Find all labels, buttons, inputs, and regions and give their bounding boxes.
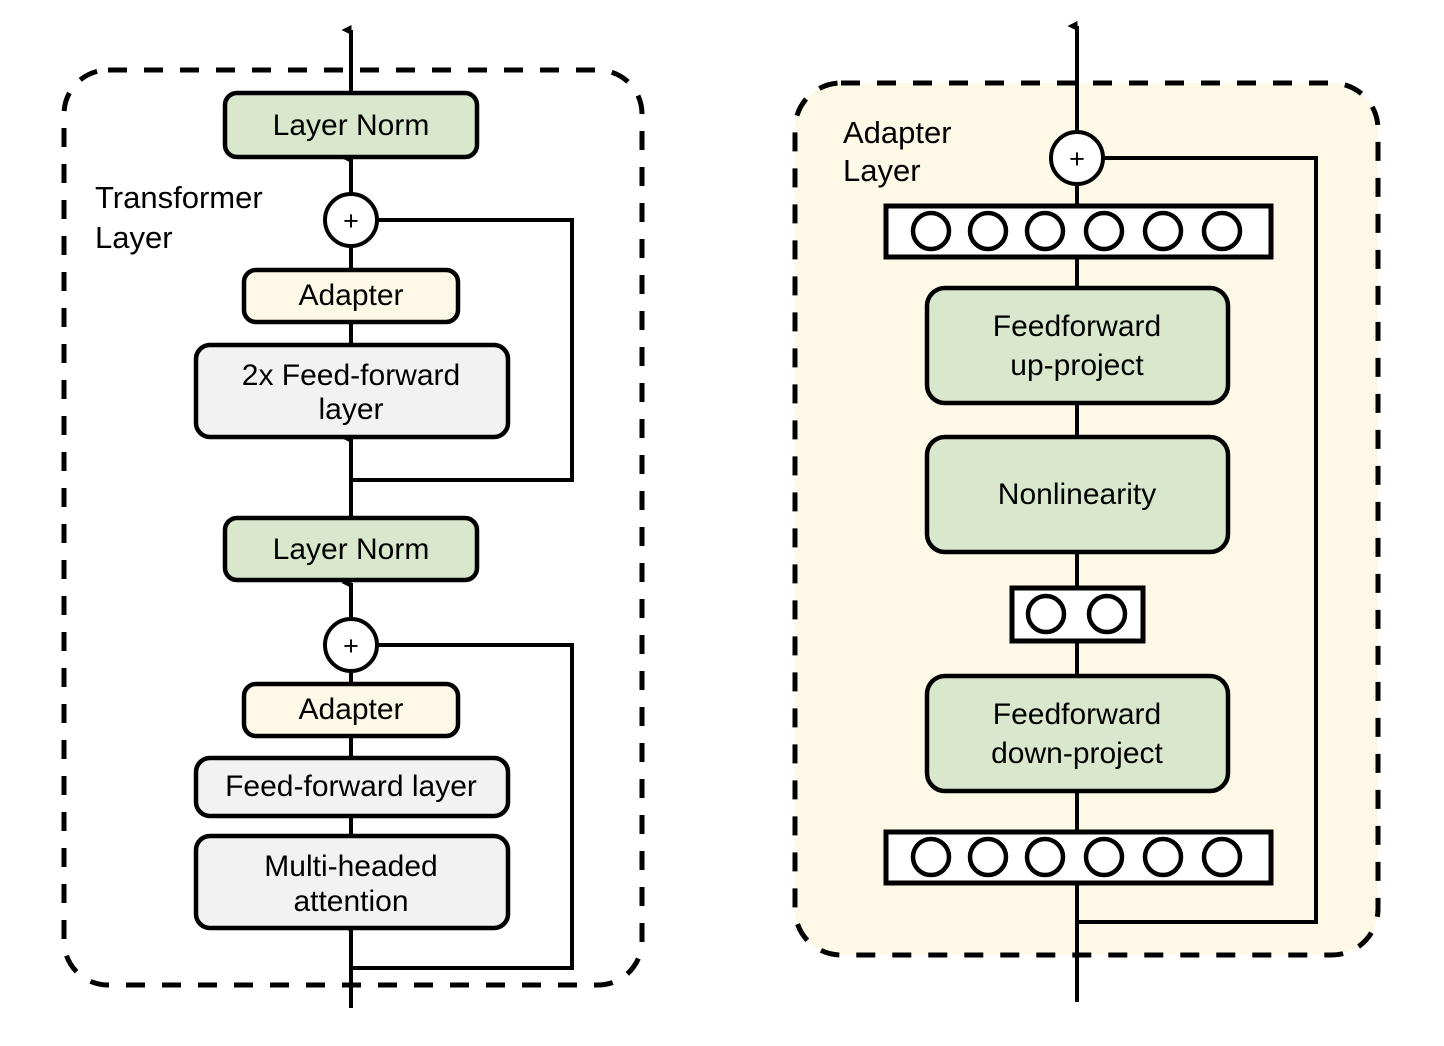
adder-sum-bottom-circle[interactable]: [323, 617, 379, 673]
block-adapter-top-label: Adapter: [298, 279, 403, 312]
block-nonlinearity-label: Nonlinearity: [998, 478, 1156, 511]
block-layer-norm-top-label: Layer Norm: [273, 109, 430, 142]
block-nonlinearity[interactable]: Nonlinearity: [924, 434, 1231, 555]
vector-unit-circle: [1142, 836, 1184, 878]
transformer-layer-label-line1: Transformer: [95, 180, 263, 215]
residual-connection-bottom: [351, 643, 574, 970]
adder-sum-top[interactable]: +: [323, 192, 379, 248]
block-adapter-bottom[interactable]: Adapter: [241, 681, 461, 739]
residual-connection-adapter: [1077, 156, 1318, 924]
vector-unit-circle: [1086, 593, 1128, 635]
block-feedforward-down-project[interactable]: Feedforward down-project: [924, 673, 1231, 794]
block-feed-forward-2x-label-line1: 2x Feed-forward: [242, 359, 460, 392]
adapter-layer-label-line1: Adapter: [843, 115, 952, 150]
vector-unit-circle: [910, 210, 952, 252]
block-feed-forward-layer[interactable]: Feed-forward layer: [193, 755, 511, 819]
block-layer-norm-mid[interactable]: Layer Norm: [222, 515, 480, 583]
vector-unit-circle: [1083, 210, 1125, 252]
adder-sum-top-circle[interactable]: [323, 192, 379, 248]
block-layer-norm-top-rect[interactable]: [222, 90, 480, 160]
block-feedforward-up-project-rect[interactable]: [924, 285, 1231, 406]
block-layer-norm-mid-rect[interactable]: [222, 515, 480, 583]
block-nonlinearity-rect[interactable]: [924, 434, 1231, 555]
vector-unit-circle: [967, 210, 1009, 252]
adapter-layer-label-line2: Layer: [843, 153, 921, 188]
adder-sum-top-symbol: +: [343, 206, 359, 236]
vector-unit-circle: [1083, 836, 1125, 878]
vector-unit-circle: [1201, 836, 1243, 878]
block-feed-forward-layer-rect[interactable]: [193, 755, 511, 819]
block-feed-forward-2x[interactable]: 2x Feed-forward layer: [193, 342, 511, 440]
adapter-layer-panel: Adapter Layer Feedforward up-project N: [792, 21, 1381, 1002]
block-adapter-top-rect[interactable]: [241, 267, 461, 325]
vector-unit-circle: [910, 836, 952, 878]
block-adapter-bottom-rect[interactable]: [241, 681, 461, 739]
block-feed-forward-2x-label-line2: layer: [318, 393, 383, 426]
adder-sum-bottom-symbol: +: [343, 631, 359, 661]
vector-input-vector[interactable]: [883, 829, 1274, 886]
block-multi-headed-attention-rect[interactable]: [193, 833, 511, 931]
residual-connection-top: [351, 218, 574, 482]
adder-sum-adapter-circle[interactable]: [1049, 130, 1105, 186]
vector-bottleneck-vector[interactable]: [1009, 585, 1146, 644]
block-multi-headed-attention-label-line2: attention: [293, 885, 408, 918]
block-feedforward-up-project[interactable]: Feedforward up-project: [924, 285, 1231, 406]
adder-sum-adapter[interactable]: +: [1049, 130, 1105, 186]
block-multi-headed-attention-label-line1: Multi-headed: [264, 850, 437, 883]
block-adapter-bottom-label: Adapter: [298, 693, 403, 726]
block-layer-norm-top[interactable]: Layer Norm: [222, 90, 480, 160]
vector-unit-circle: [967, 836, 1009, 878]
vector-unit-circle: [1025, 593, 1067, 635]
block-feedforward-down-project-rect[interactable]: [924, 673, 1231, 794]
block-feedforward-up-project-label-line1: Feedforward: [993, 310, 1161, 343]
adder-sum-adapter-symbol: +: [1069, 144, 1085, 174]
vector-unit-circle: [1024, 836, 1066, 878]
vector-unit-circle: [1201, 210, 1243, 252]
vector-output-vector[interactable]: [883, 203, 1274, 260]
block-feedforward-up-project-label-line2: up-project: [1010, 349, 1144, 382]
block-feed-forward-layer-label: Feed-forward layer: [225, 770, 477, 803]
vector-unit-circle: [1142, 210, 1184, 252]
block-layer-norm-mid-label: Layer Norm: [273, 533, 430, 566]
adder-sum-bottom[interactable]: +: [323, 617, 379, 673]
block-adapter-top[interactable]: Adapter: [241, 267, 461, 325]
block-feedforward-down-project-label-line1: Feedforward: [993, 698, 1161, 731]
transformer-layer-panel: Transformer Layer Layer: [61, 25, 645, 1008]
block-feed-forward-2x-rect[interactable]: [193, 342, 511, 440]
block-multi-headed-attention[interactable]: Multi-headed attention: [193, 833, 511, 931]
vector-unit-circle: [1024, 210, 1066, 252]
block-feedforward-down-project-label-line2: down-project: [991, 737, 1163, 770]
transformer-layer-label-line2: Layer: [95, 220, 173, 255]
